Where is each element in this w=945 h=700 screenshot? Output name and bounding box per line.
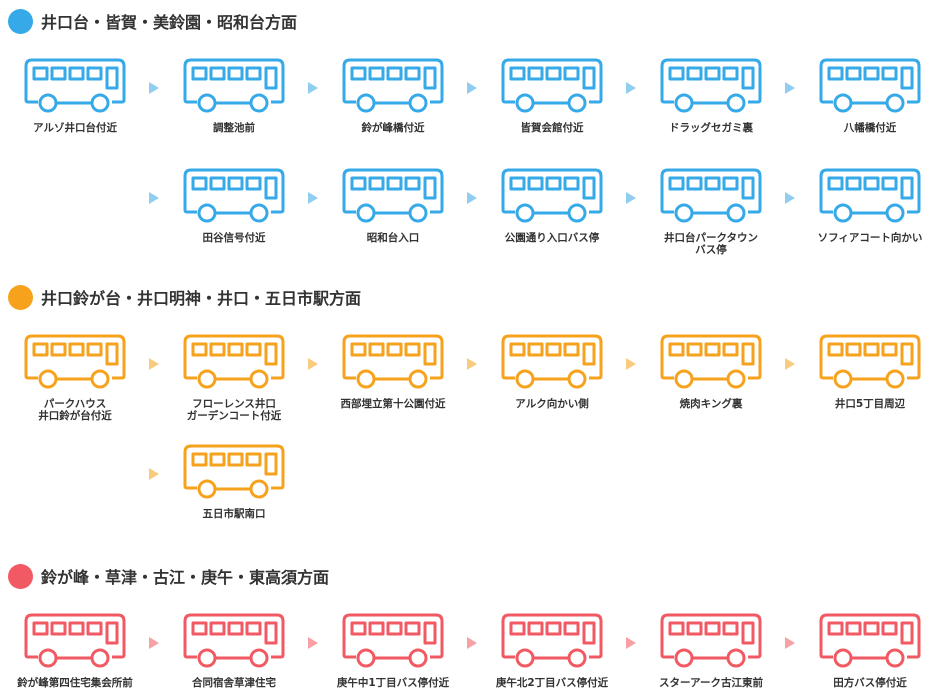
route-color-dot [8,284,33,310]
bus-stop-label: 井口台パークタウン バス停 [663,232,759,256]
section-header: 鈴が峰・草津・古江・庚午・東高須方面 [8,563,329,589]
next-arrow-icon [626,358,636,370]
bus-stop-label: 合同宿舎草津住宅 [192,677,276,689]
bus-icon [183,168,285,223]
next-arrow-icon [626,192,636,204]
next-arrow-icon [626,82,636,94]
bus-icon [819,58,921,113]
next-arrow-icon [308,192,318,204]
bus-stop-label: スターアーク古江東前 [659,677,763,689]
next-arrow-icon [626,637,636,649]
next-arrow-icon [149,82,159,94]
bus-icon [819,613,921,668]
bus-stop-label: 公園通り入口バス停 [504,232,600,244]
next-arrow-icon [308,358,318,370]
next-arrow-icon [785,358,795,370]
bus-icon [342,58,444,113]
next-arrow-icon [467,637,477,649]
bus-stop-label: 五日市駅南口 [202,508,266,520]
bus-icon [819,334,921,389]
route-color-dot [8,563,33,589]
next-arrow-icon [467,192,477,204]
bus-stop-label: 八幡橋付近 [843,122,897,134]
section-header: 井口鈴が台・井口明神・井口・五日市駅方面 [8,284,361,310]
next-arrow-icon [308,82,318,94]
bus-icon [24,613,126,668]
next-arrow-icon [149,637,159,649]
bus-icon [660,613,762,668]
bus-icon [342,168,444,223]
bus-icon [501,58,603,113]
next-arrow-icon [149,192,159,204]
bus-icon [819,168,921,223]
bus-stop-label: アルク向かい側 [515,398,589,410]
bus-stop-label: ソフィアコート向かい [817,232,923,244]
bus-icon [501,168,603,223]
bus-icon [501,334,603,389]
bus-stop-label: ドラッグセガミ裏 [669,122,753,134]
bus-stop-label: 昭和台入口 [366,232,420,244]
bus-icon [183,444,285,499]
bus-stop-label: アルゾ井口台付近 [33,122,117,134]
bus-icon [660,58,762,113]
bus-icon [342,613,444,668]
next-arrow-icon [785,637,795,649]
bus-stop-label: 鈴が峰第四住宅集会所前 [17,677,133,689]
bus-stop-label: パークハウス 井口鈴が台付近 [38,398,112,422]
bus-icon [660,334,762,389]
next-arrow-icon [785,192,795,204]
next-arrow-icon [149,468,159,480]
bus-stop-label: 皆賀会館付近 [520,122,584,134]
bus-stop-label: 田方バス停付近 [833,677,907,689]
bus-icon [183,613,285,668]
section-title: 井口鈴が台・井口明神・井口・五日市駅方面 [41,289,362,308]
bus-stop-label: フローレンス井口 ガーデンコート付近 [186,398,282,422]
bus-stop-label: 庚午中1丁目バス停付近 [336,677,450,689]
bus-stop-label: 井口5丁目周辺 [834,398,906,410]
bus-icon [342,334,444,389]
bus-icon [501,613,603,668]
next-arrow-icon [308,637,318,649]
bus-stop-label: 西部埋立第十公園付近 [340,398,446,410]
section-title: 鈴が峰・草津・古江・庚午・東高須方面 [41,568,330,587]
bus-icon [183,58,285,113]
section-title: 井口台・皆賀・美鈴園・昭和台方面 [41,13,298,32]
bus-stop-label: 焼肉キング裏 [679,398,743,410]
bus-icon [183,334,285,389]
bus-stop-label: 調整池前 [213,122,255,134]
section-header: 井口台・皆賀・美鈴園・昭和台方面 [8,8,297,34]
bus-stop-label: 田谷信号付近 [202,232,266,244]
next-arrow-icon [149,358,159,370]
bus-stop-label: 鈴が峰橋付近 [361,122,425,134]
bus-stop-label: 庚午北2丁目バス停付近 [495,677,609,689]
route-color-dot [8,8,33,34]
next-arrow-icon [467,82,477,94]
bus-icon [660,168,762,223]
next-arrow-icon [785,82,795,94]
bus-icon [24,334,126,389]
next-arrow-icon [467,358,477,370]
bus-icon [24,58,126,113]
